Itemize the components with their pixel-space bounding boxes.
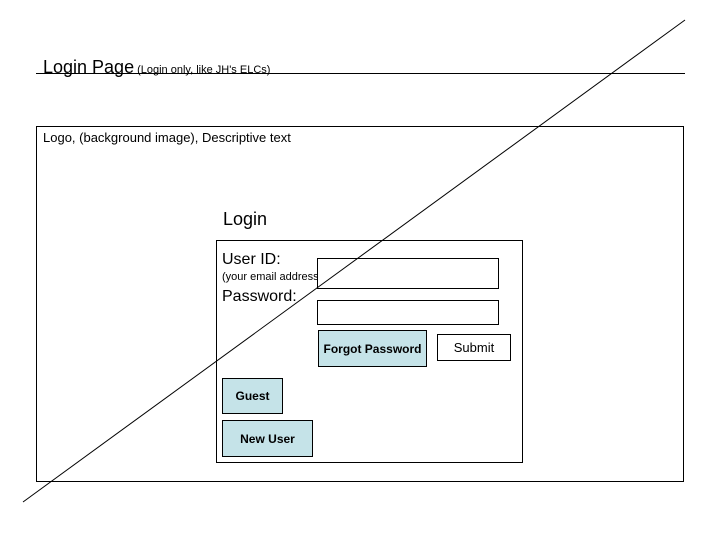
userid-hint: (your email address): [222, 271, 323, 283]
guest-label: Guest: [235, 389, 270, 403]
submit-button[interactable]: Submit: [437, 334, 511, 361]
new-user-button[interactable]: New User: [222, 420, 313, 457]
forgot-password-button[interactable]: Forgot Password: [318, 330, 427, 367]
page-subtitle: (Login only, like JH's ELCs): [137, 64, 271, 76]
password-label: Password:: [222, 288, 297, 305]
login-heading: Login: [223, 209, 268, 229]
page-title: Login Page(Login only, like JH's ELCs): [43, 57, 270, 78]
password-field[interactable]: [317, 300, 499, 325]
page-description: Logo, (background image), Descriptive te…: [43, 130, 291, 145]
title-divider: [36, 73, 685, 74]
guest-button[interactable]: Guest: [222, 378, 283, 414]
userid-field[interactable]: [317, 258, 499, 289]
page-title-text: Login Page: [43, 57, 135, 77]
new-user-label: New User: [240, 431, 295, 446]
submit-label: Submit: [453, 340, 495, 355]
forgot-password-label: Forgot Password: [323, 341, 422, 356]
userid-label: User ID:: [222, 251, 281, 268]
